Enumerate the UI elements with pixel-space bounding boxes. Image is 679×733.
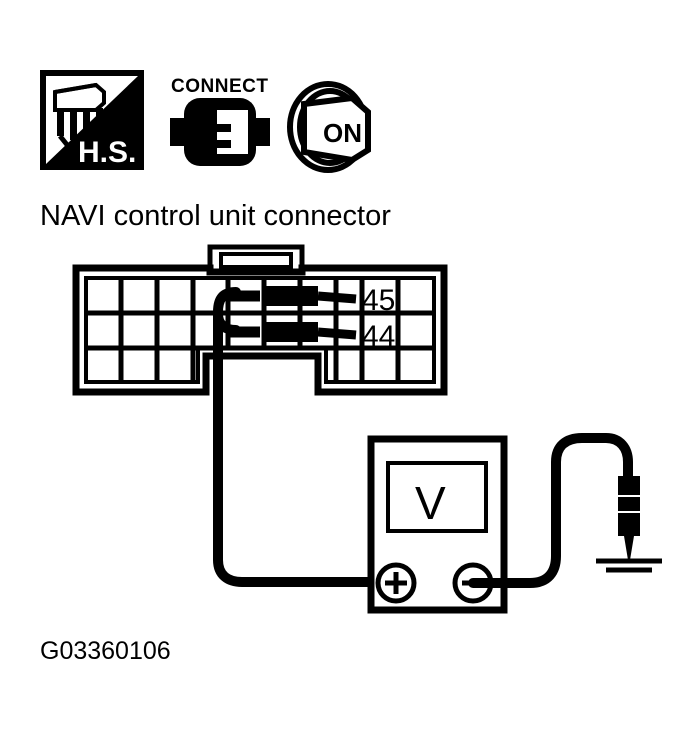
pin-number-44: 44 — [362, 320, 395, 353]
voltmeter-positive-terminal — [375, 562, 417, 604]
ignition-on-icon: ON — [287, 81, 371, 173]
ignition-on-label: ON — [323, 118, 362, 148]
page-title: NAVI control unit connector — [40, 200, 391, 232]
chassis-ground-probe — [596, 476, 662, 573]
connect-icon: CONNECT — [170, 76, 270, 166]
wire-probes-to-positive-terminal — [213, 287, 383, 587]
wire-negative-terminal-to-ground — [468, 433, 633, 588]
connector-cavity-grid-left — [86, 278, 204, 382]
connect-icon-label: CONNECT — [171, 76, 268, 97]
voltmeter-display-symbol: V — [415, 477, 446, 529]
figure-id-label: G03360106 — [40, 637, 171, 665]
test-probe-pin-44 — [228, 322, 357, 342]
hs-badge-label: H.S. — [78, 136, 136, 169]
pin-number-45: 45 — [362, 284, 395, 317]
hs-badge-icon: H.S. — [40, 70, 144, 170]
